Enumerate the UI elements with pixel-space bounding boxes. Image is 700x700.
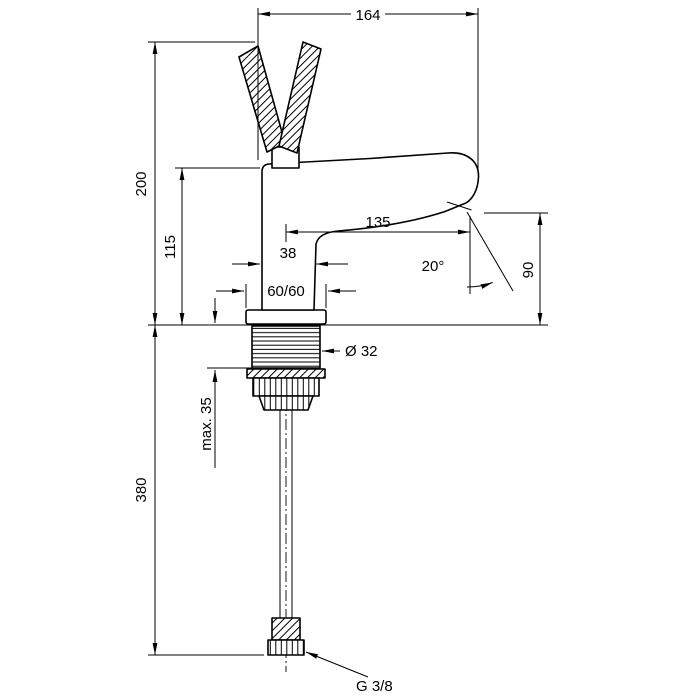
dim-spray-angle: 20° xyxy=(422,211,514,292)
dim-connection-thread: G 3/8 xyxy=(305,651,393,695)
dim-spout-reach: 135 xyxy=(285,214,471,294)
dim-label-g-3-8: G 3/8 xyxy=(356,678,393,695)
aerator-line xyxy=(446,201,472,211)
dim-label-diameter-32: Ø 32 xyxy=(345,343,378,360)
dim-base-plate: 60/60 xyxy=(216,283,356,308)
faucet-figure xyxy=(148,41,548,672)
dim-label-200: 200 xyxy=(133,171,150,196)
dim-label-max-35: max. 35 xyxy=(198,397,215,450)
angle-arc xyxy=(466,282,493,289)
leader-line xyxy=(305,651,369,678)
base-plate xyxy=(245,309,327,325)
dim-label-60-60: 60/60 xyxy=(267,283,305,300)
dim-hose-length: 380 xyxy=(133,325,264,656)
mounting-nut xyxy=(252,377,320,397)
label-mask xyxy=(351,6,385,23)
dim-label-135: 135 xyxy=(365,214,390,231)
dim-shank-diameter: Ø 32 xyxy=(322,343,378,360)
dim-body-height: 115 xyxy=(162,167,260,325)
threaded-shank xyxy=(251,325,321,369)
dim-label-90: 90 xyxy=(520,262,537,279)
dim-label-380: 380 xyxy=(133,477,150,502)
handle-left-bar xyxy=(238,45,286,153)
dim-total-width: 164 xyxy=(257,6,479,172)
dim-body-width: 38 xyxy=(232,245,348,267)
dim-label-164: 164 xyxy=(355,7,380,24)
hose-union-nut xyxy=(267,639,305,656)
handle-right-bar xyxy=(278,41,322,154)
dim-label-115: 115 xyxy=(162,235,179,259)
dim-outlet-height: 90 xyxy=(484,212,548,325)
mounting-nut-lower xyxy=(258,395,314,411)
dim-total-height: 200 xyxy=(133,41,255,325)
dim-label-20-deg: 20° xyxy=(422,258,445,275)
angle-reference-line xyxy=(466,211,514,292)
mounting-flange xyxy=(246,368,326,379)
dim-label-38: 38 xyxy=(280,245,297,262)
hose-crimp-sleeve xyxy=(271,617,301,641)
dim-max-mounting: max. 35 xyxy=(198,298,252,468)
